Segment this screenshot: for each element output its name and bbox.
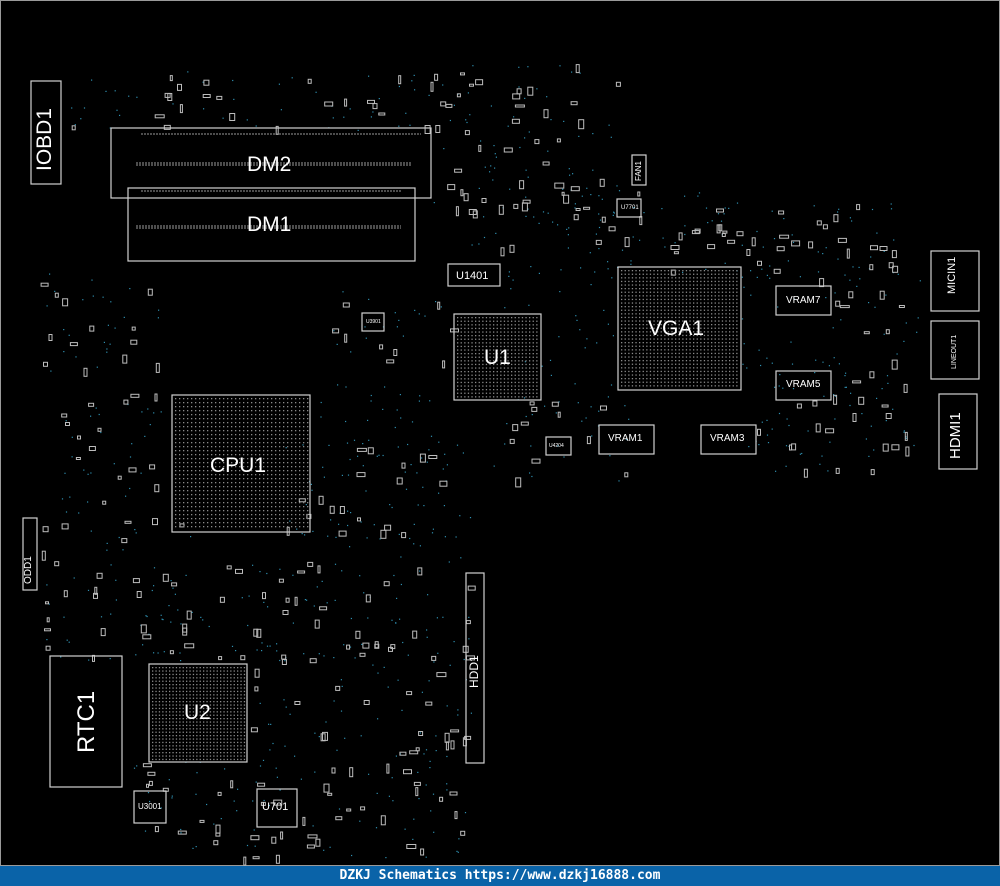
fan1-label: FAN1 <box>634 160 643 181</box>
iobd1-connector <box>30 80 62 185</box>
hdd1-label: HDD1 <box>467 655 481 688</box>
iobd1-label: IOBD1 <box>33 107 56 171</box>
micin1-connector <box>930 250 980 312</box>
cpu1-label: CPU1 <box>210 454 267 477</box>
u1-label: U1 <box>484 346 511 369</box>
rtc1-label: RTC1 <box>73 690 100 753</box>
u1-package <box>453 313 542 401</box>
dm2-slot <box>110 127 432 199</box>
vram1-label: VRAM1 <box>608 433 643 444</box>
u2-label: U2 <box>184 701 211 724</box>
u4204-part <box>545 436 572 456</box>
rtc1-battery <box>49 655 123 788</box>
u3901-part <box>361 312 385 332</box>
vram3-label: VRAM3 <box>710 433 745 444</box>
u701-label: U701 <box>262 801 289 813</box>
bga-ball-grids <box>152 270 738 761</box>
hdmi1-label: HDMI1 <box>947 412 964 459</box>
u1401-part <box>447 263 501 287</box>
pin-dots <box>46 65 921 859</box>
dm1-slot <box>127 187 416 262</box>
vram7-chip <box>775 285 832 316</box>
u3001-label: U3001 <box>138 802 162 811</box>
vram7-label: VRAM7 <box>786 295 821 306</box>
u2-package <box>148 663 248 763</box>
vga1-package <box>617 266 742 391</box>
cpu1-package <box>171 394 311 533</box>
u7701-label: U7701 <box>621 205 639 211</box>
hdd1-connector <box>465 572 485 764</box>
watermark-footer: DZKJ Schematics https://www.dzkj16888.co… <box>0 866 1000 886</box>
u3001-chip <box>133 790 167 824</box>
odd1-connector <box>22 517 38 591</box>
board-artwork <box>22 64 980 866</box>
u1401-label: U1401 <box>456 270 489 282</box>
vram1-chip <box>598 424 655 455</box>
fan1-connector <box>631 154 647 186</box>
micin1-label: MICIN1 <box>946 256 958 294</box>
vga1-label: VGA1 <box>648 317 705 340</box>
hdmi1-connector <box>938 393 978 470</box>
lineout1-connector <box>930 320 980 380</box>
dm2-label: DM2 <box>247 153 292 176</box>
vram5-label: VRAM5 <box>786 379 821 390</box>
vram5-chip <box>775 370 832 401</box>
u4204-label: U4204 <box>549 443 564 449</box>
u701-chip <box>256 788 298 828</box>
vram3-chip <box>700 424 757 455</box>
u7701-part <box>616 198 642 218</box>
pcb-board-view: IOBD1 DM2 DM1 FAN1 U7701 U1401 U3901 U1 … <box>0 0 1000 866</box>
odd1-label: ODD1 <box>23 556 34 584</box>
u3901-label: U3901 <box>366 319 381 325</box>
dm1-label: DM1 <box>247 213 292 236</box>
lineout1-label: LINEOUT1 <box>951 334 958 369</box>
small-parts <box>40 64 910 866</box>
large-parts <box>22 80 980 828</box>
dimm-pin-rows <box>136 133 421 229</box>
